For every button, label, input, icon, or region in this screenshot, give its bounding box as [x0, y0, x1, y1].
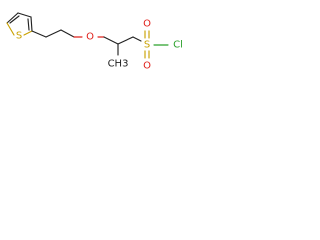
sulfonyl-bonds — [144, 30, 169, 59]
atom-label-chlorine: Cl — [173, 40, 183, 51]
atom-label-sulfonyl-oxygen-bottom: O — [143, 61, 151, 72]
ring-bond-c4-s — [23, 30, 33, 36]
ring-bond-c3-c4-double — [27, 18, 30, 31]
atom-label-sulfonyl-sulfur: S — [144, 40, 150, 51]
ring-bond-s-c1 — [6, 22, 15, 36]
chain-bond-c2-c3 — [60, 29, 75, 38]
atom-labels: S O CH3 S O O Cl — [16, 19, 183, 72]
ring-bond-c1-c2-double — [9, 15, 20, 24]
chain-bond-c5-c6 — [117, 36, 134, 45]
chemical-structure-diagram: S O CH3 S O O Cl — [6, 12, 183, 72]
chain-bond-c4-c5 — [103, 36, 119, 45]
carbon-chain — [31, 29, 142, 56]
chain-bond-c6-s — [132, 36, 142, 42]
chain-bond-ring-c1 — [31, 30, 47, 38]
atom-label-sulfonyl-oxygen-top: O — [143, 19, 151, 30]
chain-bond-c1-c2 — [45, 29, 62, 38]
atom-label-methyl: CH3 — [108, 59, 129, 70]
ring-bond-c1-c2 — [6, 12, 19, 24]
atom-label-ring-sulfur: S — [16, 31, 22, 42]
ring-bond-c2-c3 — [17, 12, 32, 18]
atom-label-ether-oxygen: O — [86, 32, 94, 43]
ring-bond-c3-c4 — [30, 16, 33, 32]
thiophene-ring — [6, 12, 33, 36]
